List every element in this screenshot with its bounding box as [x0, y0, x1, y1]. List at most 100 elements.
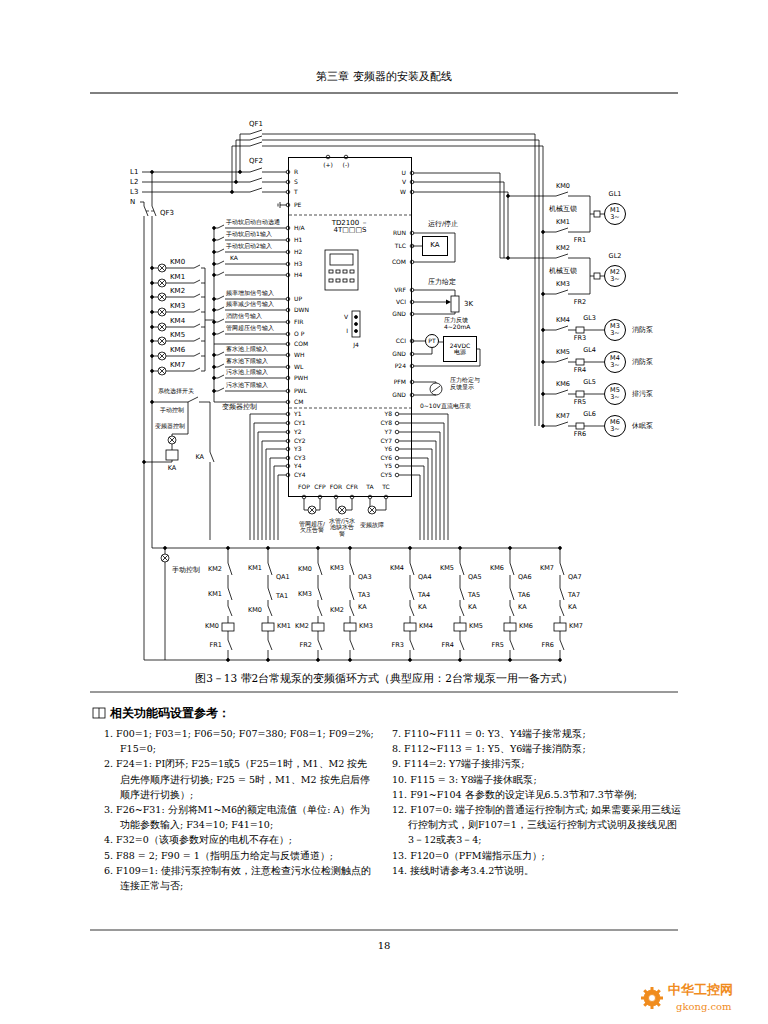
- junction-dot: [213, 298, 216, 301]
- wire: [510, 600, 511, 606]
- text-label: (+): [323, 162, 333, 169]
- text-label: CFP: [314, 484, 325, 491]
- switch-contact: [318, 640, 322, 650]
- switch-contact: [194, 353, 200, 356]
- wire: [152, 216, 153, 548]
- wire: [568, 362, 576, 363]
- text-label: KM2: [330, 607, 344, 614]
- text-label: TA: [366, 484, 373, 491]
- switch-contact: [560, 606, 564, 616]
- text-label: KM0: [298, 566, 312, 573]
- text-label: TA7: [568, 592, 580, 599]
- wire: [166, 283, 194, 284]
- junction-dot: [459, 547, 462, 550]
- text-label: 3K: [464, 300, 473, 308]
- text-label: QA5: [468, 574, 482, 581]
- wire: [460, 631, 461, 640]
- junction-dot: [213, 239, 216, 242]
- wire: [144, 460, 172, 462]
- wire: [166, 356, 194, 357]
- wire: [228, 575, 229, 588]
- indicator-lamp: [168, 436, 176, 444]
- text-label: KM1: [248, 565, 262, 572]
- wire: [172, 444, 173, 450]
- text-label: FR2: [574, 299, 586, 306]
- terminal: [368, 495, 372, 499]
- wire: [225, 264, 288, 265]
- switch-contact: [510, 640, 514, 650]
- wire: [543, 394, 556, 395]
- wire: [225, 355, 288, 356]
- text-label: KM6: [490, 565, 504, 572]
- text-label: (-): [343, 162, 350, 169]
- text-label: GL5: [583, 379, 596, 386]
- jumper-pin: [355, 323, 358, 326]
- lamp-cross: [159, 338, 165, 344]
- junction-dot: [239, 171, 242, 174]
- text-label: QA4: [418, 574, 432, 581]
- terminal: [410, 231, 414, 235]
- wire: [508, 258, 556, 259]
- inverter-unit: TD2100 －4T□□□S: [288, 157, 412, 497]
- wire: [152, 172, 153, 206]
- text-label: GND: [392, 351, 406, 358]
- list-item: 14. 接线时请参考3.4.2节说明。: [392, 863, 682, 878]
- wire: [201, 283, 205, 284]
- text-label: 机械互锁: [549, 206, 577, 213]
- text-label: KA: [418, 604, 427, 611]
- text-label: 消防泵: [632, 358, 653, 366]
- wire: [412, 395, 436, 396]
- thermal-relay: [576, 359, 584, 365]
- wire: [410, 600, 411, 606]
- terminal: [395, 464, 399, 468]
- lamp-cross: [339, 507, 345, 513]
- switch-contact: [250, 136, 262, 140]
- switch-contact: [194, 265, 200, 268]
- keypad-button: [336, 270, 340, 273]
- node-label: KA: [430, 242, 439, 249]
- wire: [225, 378, 288, 379]
- wire: [412, 182, 504, 258]
- lamp-cross: [159, 353, 165, 359]
- text-label: KM7: [170, 361, 185, 369]
- contactor-coil: [404, 623, 416, 631]
- keypad-button: [336, 279, 340, 282]
- motor-circle: M1 3~: [604, 203, 627, 226]
- text-label: S: [294, 179, 298, 186]
- text-label: KM4: [170, 317, 185, 325]
- text-label: KM2: [556, 245, 570, 252]
- text-label: 18: [378, 940, 391, 952]
- text-label: 蓄水池上限输入: [226, 346, 268, 353]
- text-label: QF2: [249, 157, 263, 165]
- terminal: [410, 300, 414, 304]
- text-label: FR4: [574, 367, 586, 374]
- text-label: GL1: [609, 191, 622, 198]
- switch-contact: [556, 358, 568, 362]
- switch-contact: [194, 338, 200, 341]
- text-label: WL: [294, 364, 303, 371]
- text-label: TA5: [468, 592, 480, 599]
- motor-circle: M2 3~: [604, 265, 627, 288]
- pressure-transducer: PT: [425, 334, 439, 348]
- switch-contact: [556, 326, 568, 330]
- wire: [205, 268, 206, 371]
- text-label: KA: [568, 604, 577, 611]
- switch-contact: [460, 588, 464, 600]
- list-item: 10. F115 = 3: Y8端子接休眠泵;: [392, 772, 682, 787]
- lamp-cross: [162, 555, 168, 561]
- junction-dot: [235, 181, 238, 184]
- text-label: FOR: [330, 484, 342, 491]
- wire: [412, 192, 508, 258]
- text-label: 手动软启动自动选通: [226, 219, 280, 226]
- terminal: [410, 352, 414, 356]
- switch-contact: [218, 375, 224, 378]
- switch-contact: [318, 606, 322, 616]
- motor-circle: M5 3~: [604, 383, 627, 406]
- text-label: KM5: [469, 623, 483, 630]
- indicator-lamp: [158, 337, 166, 345]
- wire: [568, 196, 590, 197]
- wire: [412, 312, 455, 314]
- wire: [166, 268, 194, 269]
- keypad-button: [343, 270, 347, 273]
- wire: [210, 462, 211, 540]
